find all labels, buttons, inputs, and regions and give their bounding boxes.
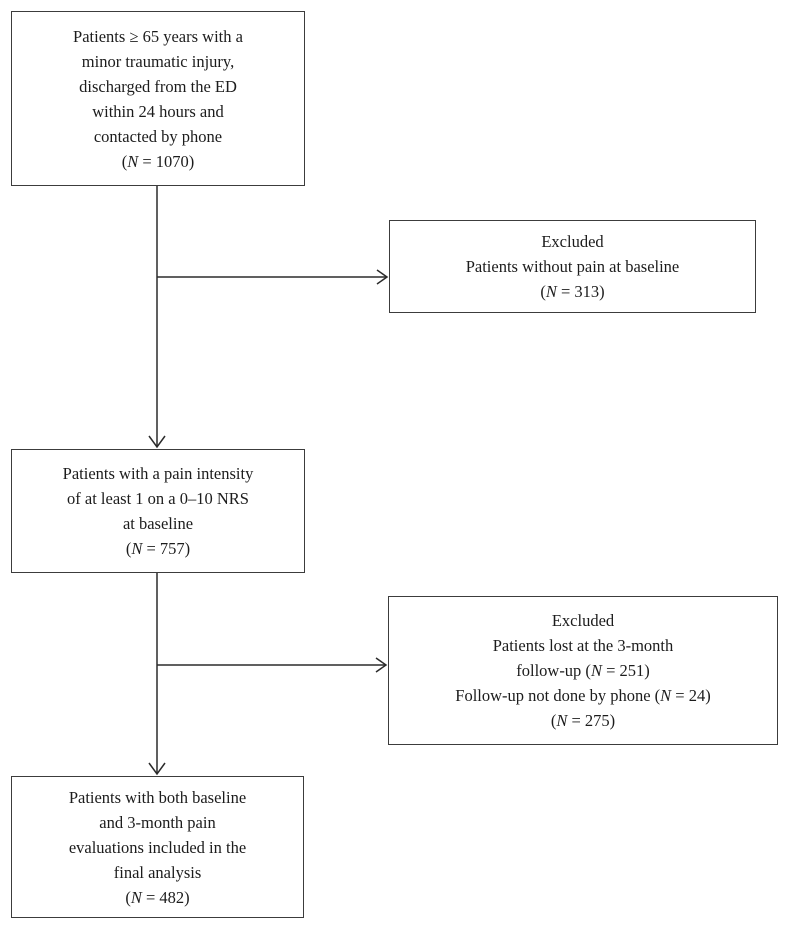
- box-text-line: evaluations included in the: [68, 837, 247, 857]
- box-count-line: (N = 313): [540, 282, 605, 301]
- flow-box-excluded-baseline: Excluded Patients without pain at baseli…: [389, 220, 756, 313]
- box-text-line: at baseline: [122, 514, 194, 533]
- box-text-line: Excluded: [541, 232, 604, 251]
- box-text-line: final analysis: [113, 862, 202, 882]
- box-text-line: Patients with a pain intensity: [62, 464, 254, 483]
- box-text-line: Patients ≥ 65 years with a: [73, 26, 243, 46]
- flow-box-final-analysis: Patients with both baseline and 3-month …: [11, 776, 304, 918]
- box-count-line: (N = 275): [550, 711, 616, 730]
- box-count-line: (N = 1070): [121, 151, 195, 171]
- box-text-line: follow-up (N = 251): [516, 661, 650, 680]
- box-count-line: (N = 482): [125, 887, 190, 907]
- box-text-line: of at least 1 on a 0–10 NRS: [67, 489, 249, 508]
- arrowhead-right-icon: [375, 657, 388, 673]
- box-text-line: and 3-month pain: [99, 812, 216, 832]
- box-text-line: discharged from the ED: [79, 76, 237, 96]
- box-text-line: Follow-up not done by phone (N = 24): [455, 686, 711, 705]
- arrowhead-down-icon: [148, 762, 166, 776]
- arrowhead-down-icon: [148, 435, 166, 449]
- flow-box-pain-baseline: Patients with a pain intensity of at lea…: [11, 449, 305, 573]
- box-text-line: Patients with both baseline: [68, 787, 247, 807]
- box-text-line: Excluded: [551, 611, 615, 630]
- box-count-line: (N = 757): [125, 539, 191, 558]
- box-text-line: contacted by phone: [93, 126, 223, 146]
- box-text-line: within 24 hours and: [92, 101, 224, 121]
- flow-box-excluded-followup: Excluded Patients lost at the 3-month fo…: [388, 596, 778, 745]
- box-text-line: minor traumatic injury,: [81, 51, 235, 71]
- box-text-line: Patients lost at the 3-month: [492, 636, 674, 655]
- box-text-line: Patients without pain at baseline: [465, 257, 680, 276]
- arrowhead-right-icon: [376, 269, 389, 285]
- flow-box-enrolled: Patients ≥ 65 years with a minor traumat…: [11, 11, 305, 186]
